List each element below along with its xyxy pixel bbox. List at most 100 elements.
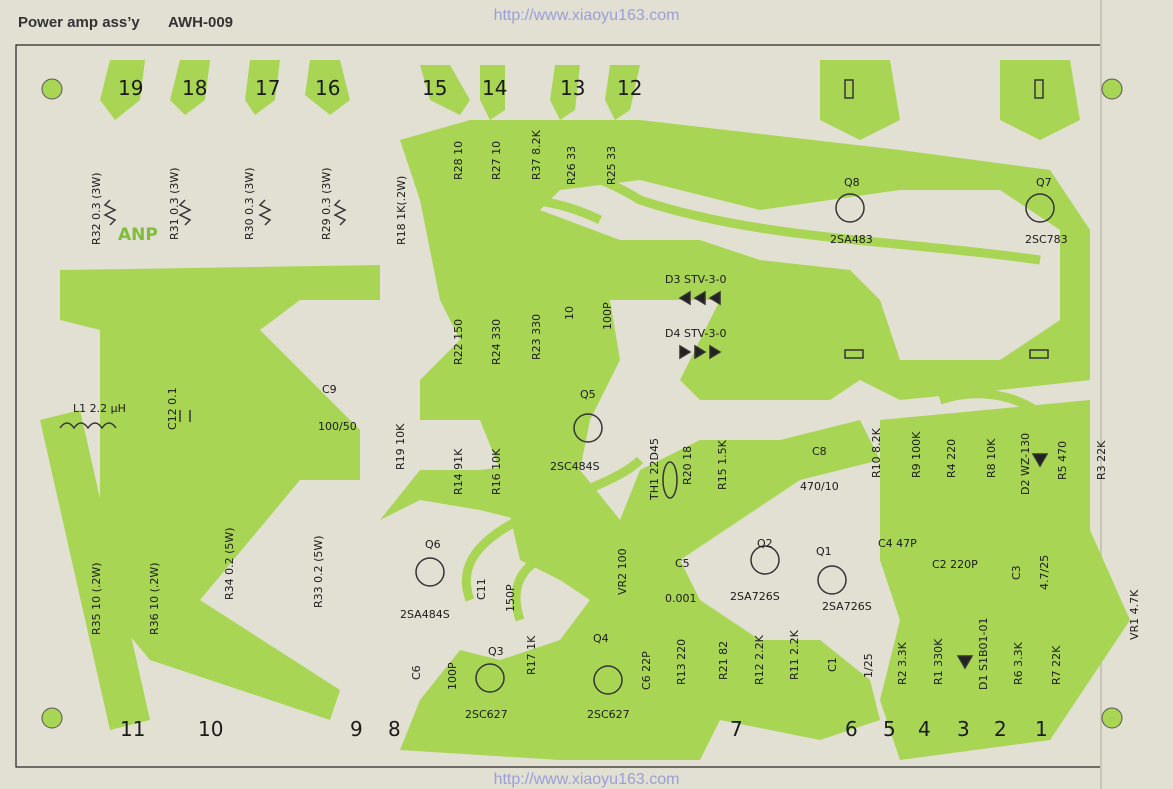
label-r8: R8 10K (985, 438, 998, 478)
label-r15: R15 1.5K (716, 439, 729, 490)
label-r30: R30 0.3 (3W) (243, 167, 256, 240)
pin-11: 11 (120, 717, 145, 741)
pin-10: 10 (198, 717, 223, 741)
label-q1-type: 2SA726S (822, 600, 872, 613)
label-r18: R18 1K(.2W) (395, 176, 408, 245)
label-vr1: VR1 4.7K (1128, 589, 1141, 640)
mounting-holes (41, 78, 1123, 729)
label-d4: D4 STV-3-0 (665, 327, 726, 340)
label-r14: R14 91K (452, 448, 465, 495)
pin-3: 3 (957, 717, 970, 741)
label-c6-val: 100P (446, 662, 459, 690)
label-c3-val: 4.7/25 (1038, 555, 1051, 590)
label-r23: R23 330 (530, 314, 543, 360)
copper-lines (433, 156, 1075, 622)
label-c2: C2 220P (932, 558, 978, 571)
pin-19: 19 (118, 76, 143, 100)
label-c12: C12 0.1 (166, 387, 179, 430)
pin-1: 1 (1035, 717, 1048, 741)
label-r10: R10 8.2K (870, 427, 883, 478)
label-r7: R7 22K (1050, 645, 1063, 685)
label-r3: R3 22K (1095, 440, 1108, 480)
label-c8-val: 470/10 (800, 480, 839, 493)
label-r28: R28 10 (452, 141, 465, 180)
label-c11: C11 (475, 578, 488, 600)
label-q4: Q4 (593, 632, 609, 645)
label-r37: R37 8.2K (530, 129, 543, 180)
pin-14: 14 (482, 76, 507, 100)
label-r21: R21 82 (717, 641, 730, 680)
label-q5-type: 2SC484S (550, 460, 600, 473)
label-c10b: 100P (601, 302, 614, 330)
label-r16: R16 10K (490, 448, 503, 495)
pin-5: 5 (883, 717, 896, 741)
component-labels: R32 0.3 (3W) R31 0.3 (3W) R30 0.3 (3W) R… (73, 129, 1141, 721)
label-c4: C4 47P (878, 537, 917, 550)
label-c6: C6 (410, 665, 423, 680)
label-c3: C3 (1010, 565, 1023, 580)
label-r24: R24 330 (490, 319, 503, 365)
board-code: AWH-009 (168, 14, 234, 31)
copper-traces (40, 60, 1130, 760)
label-th1: TH1 22D45 (648, 438, 661, 501)
label-r20: R20 18 (681, 446, 694, 485)
label-c1: C1 (826, 657, 839, 672)
part-bodies (59, 79, 1055, 695)
label-c5: C5 (675, 557, 690, 570)
label-q5: Q5 (580, 388, 596, 401)
label-c9: C9 (322, 383, 337, 396)
label-q2-type: 2SA726S (730, 590, 780, 603)
label-r11: R11 2.2K (788, 629, 801, 680)
label-r25: R25 33 (605, 146, 618, 185)
pin-9: 9 (350, 717, 363, 741)
pin-12: 12 (617, 76, 642, 100)
label-c11-val: 150P (504, 584, 517, 612)
label-vr2: VR2 100 (616, 548, 629, 595)
label-c1-val: 1/25 (862, 653, 875, 678)
label-q1: Q1 (816, 545, 832, 558)
pin-numbers: 19 18 17 16 15 14 13 12 11 10 9 8 7 6 5 … (118, 76, 1048, 741)
label-d1: D1 S1B01-01 (977, 618, 990, 690)
pin-17: 17 (255, 76, 280, 100)
label-r26: R26 33 (565, 146, 578, 185)
label-c8: C8 (812, 445, 827, 458)
pin-2: 2 (994, 717, 1007, 741)
label-q6-type: 2SA484S (400, 608, 450, 621)
label-r34: R34 0.2 (5W) (223, 527, 236, 600)
pin-7: 7 (730, 717, 743, 741)
label-d3: D3 STV-3-0 (665, 273, 726, 286)
label-q4-type: 2SC627 (587, 708, 630, 721)
label-c9-val: 100/50 (318, 420, 357, 433)
pin-18: 18 (182, 76, 207, 100)
label-r13: R13 220 (675, 639, 688, 685)
pin-16: 16 (315, 76, 340, 100)
label-c10: 10 (563, 306, 576, 320)
label-q3-type: 2SC627 (465, 708, 508, 721)
pin-4: 4 (918, 717, 931, 741)
label-r22: R22 150 (452, 319, 465, 365)
label-q2: Q2 (757, 537, 773, 550)
label-r6: R6 3.3K (1012, 641, 1025, 685)
label-c6b: C6 22P (640, 651, 653, 690)
watermark-top: http://www.xiaoyu163.com (493, 7, 680, 24)
label-d2: D2 WZ-130 (1019, 433, 1032, 495)
label-r19: R19 10K (394, 423, 407, 470)
label-q3: Q3 (488, 645, 504, 658)
label-q6: Q6 (425, 538, 441, 551)
pin-8: 8 (388, 717, 401, 741)
page-title: Power amp ass’y (18, 14, 140, 31)
label-q8-type: 2SA483 (830, 233, 873, 246)
pin-13: 13 (560, 76, 585, 100)
label-r5: R5 470 (1056, 441, 1069, 480)
pin-6: 6 (845, 717, 858, 741)
label-q8: Q8 (844, 176, 860, 189)
label-r1: R1 330K (932, 638, 945, 685)
label-r27: R27 10 (490, 141, 503, 180)
label-r32: R32 0.3 (3W) (90, 172, 103, 245)
pin-15: 15 (422, 76, 447, 100)
label-c5-val: 0.001 (665, 592, 697, 605)
board-label: ANP (118, 225, 158, 245)
label-r2: R2 3.3K (896, 641, 909, 685)
label-q7: Q7 (1036, 176, 1052, 189)
